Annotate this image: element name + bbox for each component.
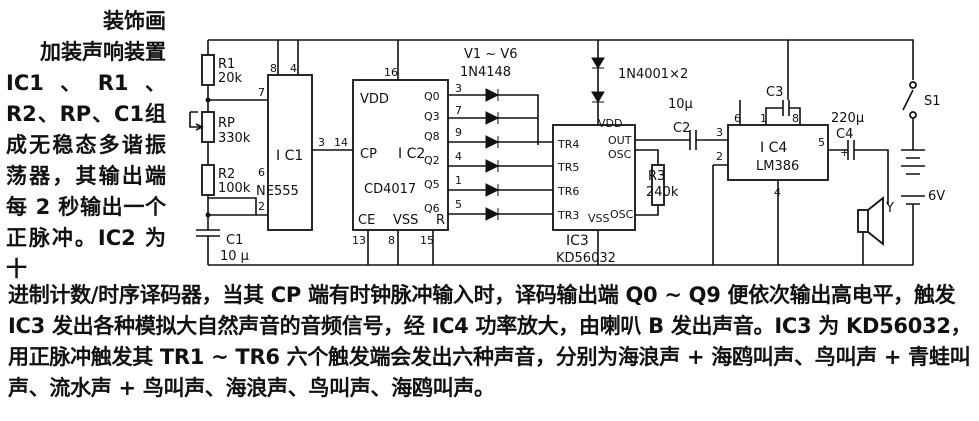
diodes-part: 1N4148	[460, 65, 511, 80]
ic1-chip	[267, 74, 313, 231]
side-paragraph: IC1、R1、R2、RP、C1组成无稳态多谐振荡器，其输出端每 2 秒输出一个正…	[6, 71, 166, 281]
svg-text:4: 4	[290, 62, 297, 75]
svg-text:6: 6	[734, 112, 741, 125]
ic3-tr6: TR6	[557, 185, 579, 198]
r2-resistor	[201, 164, 215, 196]
svg-text:15: 15	[420, 234, 434, 247]
circuit-schematic: R1 20k RP 330k R2 100k C1 10 µ I C1 NE55…	[189, 39, 945, 266]
svg-text:+: +	[840, 146, 849, 159]
ic4-part: LM386	[756, 159, 799, 174]
c4-value: 220µ	[831, 111, 864, 126]
side-text-block: 装饰画 加装声响装置 IC1、R1、R2、RP、C1组成无稳态多谐振荡器，其输出…	[6, 6, 166, 285]
battery-icon	[901, 149, 925, 205]
rp-label: RP	[218, 116, 235, 131]
svg-text:7: 7	[455, 104, 462, 117]
ic2-r: R	[436, 213, 445, 228]
speaker-icon	[857, 196, 884, 246]
ic2-outputs: Q0 3 Q3 7 Q8 9 Q2 4 Q5 1 Q6 5	[424, 82, 462, 215]
ic2-label: I C2	[398, 146, 425, 162]
c2-label: C2	[673, 121, 690, 136]
ic1-part: NE555	[256, 184, 299, 199]
ic1-label: I C1	[276, 148, 303, 164]
ic4-label: I C4	[760, 140, 787, 156]
body-paragraph: 进制计数/时序译码器，当其 CP 端有时钟脉冲输入时，译码输出端 Q0 ~ Q9…	[8, 283, 972, 400]
r3-label: R3	[648, 169, 665, 184]
svg-text:Q8: Q8	[424, 130, 440, 143]
ic2-part: CD4017	[364, 182, 416, 197]
ic3-osc2: OSC	[610, 208, 634, 221]
ic2-cp: CP	[360, 147, 377, 162]
svg-text:8: 8	[792, 112, 799, 125]
r1-resistor	[201, 54, 215, 86]
svg-text:1: 1	[455, 174, 462, 187]
ic3-out: OUT	[608, 134, 632, 147]
battery-label: 6V	[928, 189, 945, 204]
svg-text:3: 3	[318, 136, 325, 149]
rp-value: 330k	[218, 131, 251, 146]
r1-value: 20k	[218, 71, 243, 86]
diode2-label: 1N4001×2	[618, 67, 688, 82]
c3-label: C3	[766, 85, 783, 100]
svg-text:7: 7	[258, 86, 265, 99]
c2-value: 10µ	[668, 97, 693, 112]
diodes-v1-v6	[485, 88, 500, 221]
speaker-label: Y	[885, 201, 894, 216]
svg-text:Q0: Q0	[424, 90, 440, 103]
svg-text:13: 13	[352, 234, 366, 247]
ic3-vss: VSS	[588, 212, 610, 225]
ic2-vss: VSS	[393, 213, 418, 228]
ic3-vdd: VDD	[598, 117, 622, 130]
ic3-chip	[552, 124, 636, 231]
svg-text:14: 14	[334, 136, 348, 149]
svg-text:5: 5	[818, 136, 825, 149]
svg-text:1: 1	[760, 112, 767, 125]
svg-text:5: 5	[455, 198, 462, 211]
svg-text:3: 3	[455, 82, 462, 95]
svg-text:8: 8	[270, 62, 277, 75]
svg-text:2: 2	[716, 150, 723, 163]
svg-text:Q3: Q3	[424, 110, 440, 123]
svg-text:16: 16	[384, 66, 398, 79]
ic2-vdd: VDD	[360, 92, 389, 107]
svg-text:4: 4	[455, 150, 462, 163]
rp-potentiometer	[201, 111, 215, 143]
c1-label: C1	[226, 233, 243, 248]
c4-label: C4	[836, 127, 853, 142]
title-line-1: 装饰画	[103, 9, 166, 33]
svg-text:8: 8	[388, 234, 395, 247]
ic3-tr4: TR4	[557, 138, 579, 151]
ic2-chip	[352, 79, 449, 231]
svg-text:3: 3	[716, 126, 723, 139]
ic3-osc: OSC	[608, 148, 632, 161]
svg-text:Q5: Q5	[424, 178, 440, 191]
r2-label: R2	[218, 167, 235, 182]
title-line-2: 加装声响装置	[40, 40, 166, 64]
ic3-tr5: TR5	[557, 161, 579, 174]
svg-text:Q2: Q2	[424, 154, 440, 167]
ic3-label: IC3	[566, 233, 589, 249]
ic3-tr3: TR3	[557, 209, 579, 222]
ic3-part: KD56032	[556, 251, 616, 266]
switch-label: S1	[924, 94, 941, 109]
c1-value: 10 µ	[220, 249, 249, 264]
ic2-ce: CE	[358, 213, 375, 228]
r1-label: R1	[218, 57, 235, 72]
svg-text:2: 2	[258, 200, 265, 213]
svg-text:6: 6	[258, 166, 265, 179]
svg-text:Q6: Q6	[424, 202, 440, 215]
diodes-label: V1 ~ V6	[464, 47, 518, 62]
r3-value: 240k	[646, 185, 679, 200]
r2-value: 100k	[218, 181, 251, 196]
svg-text:9: 9	[455, 126, 462, 139]
